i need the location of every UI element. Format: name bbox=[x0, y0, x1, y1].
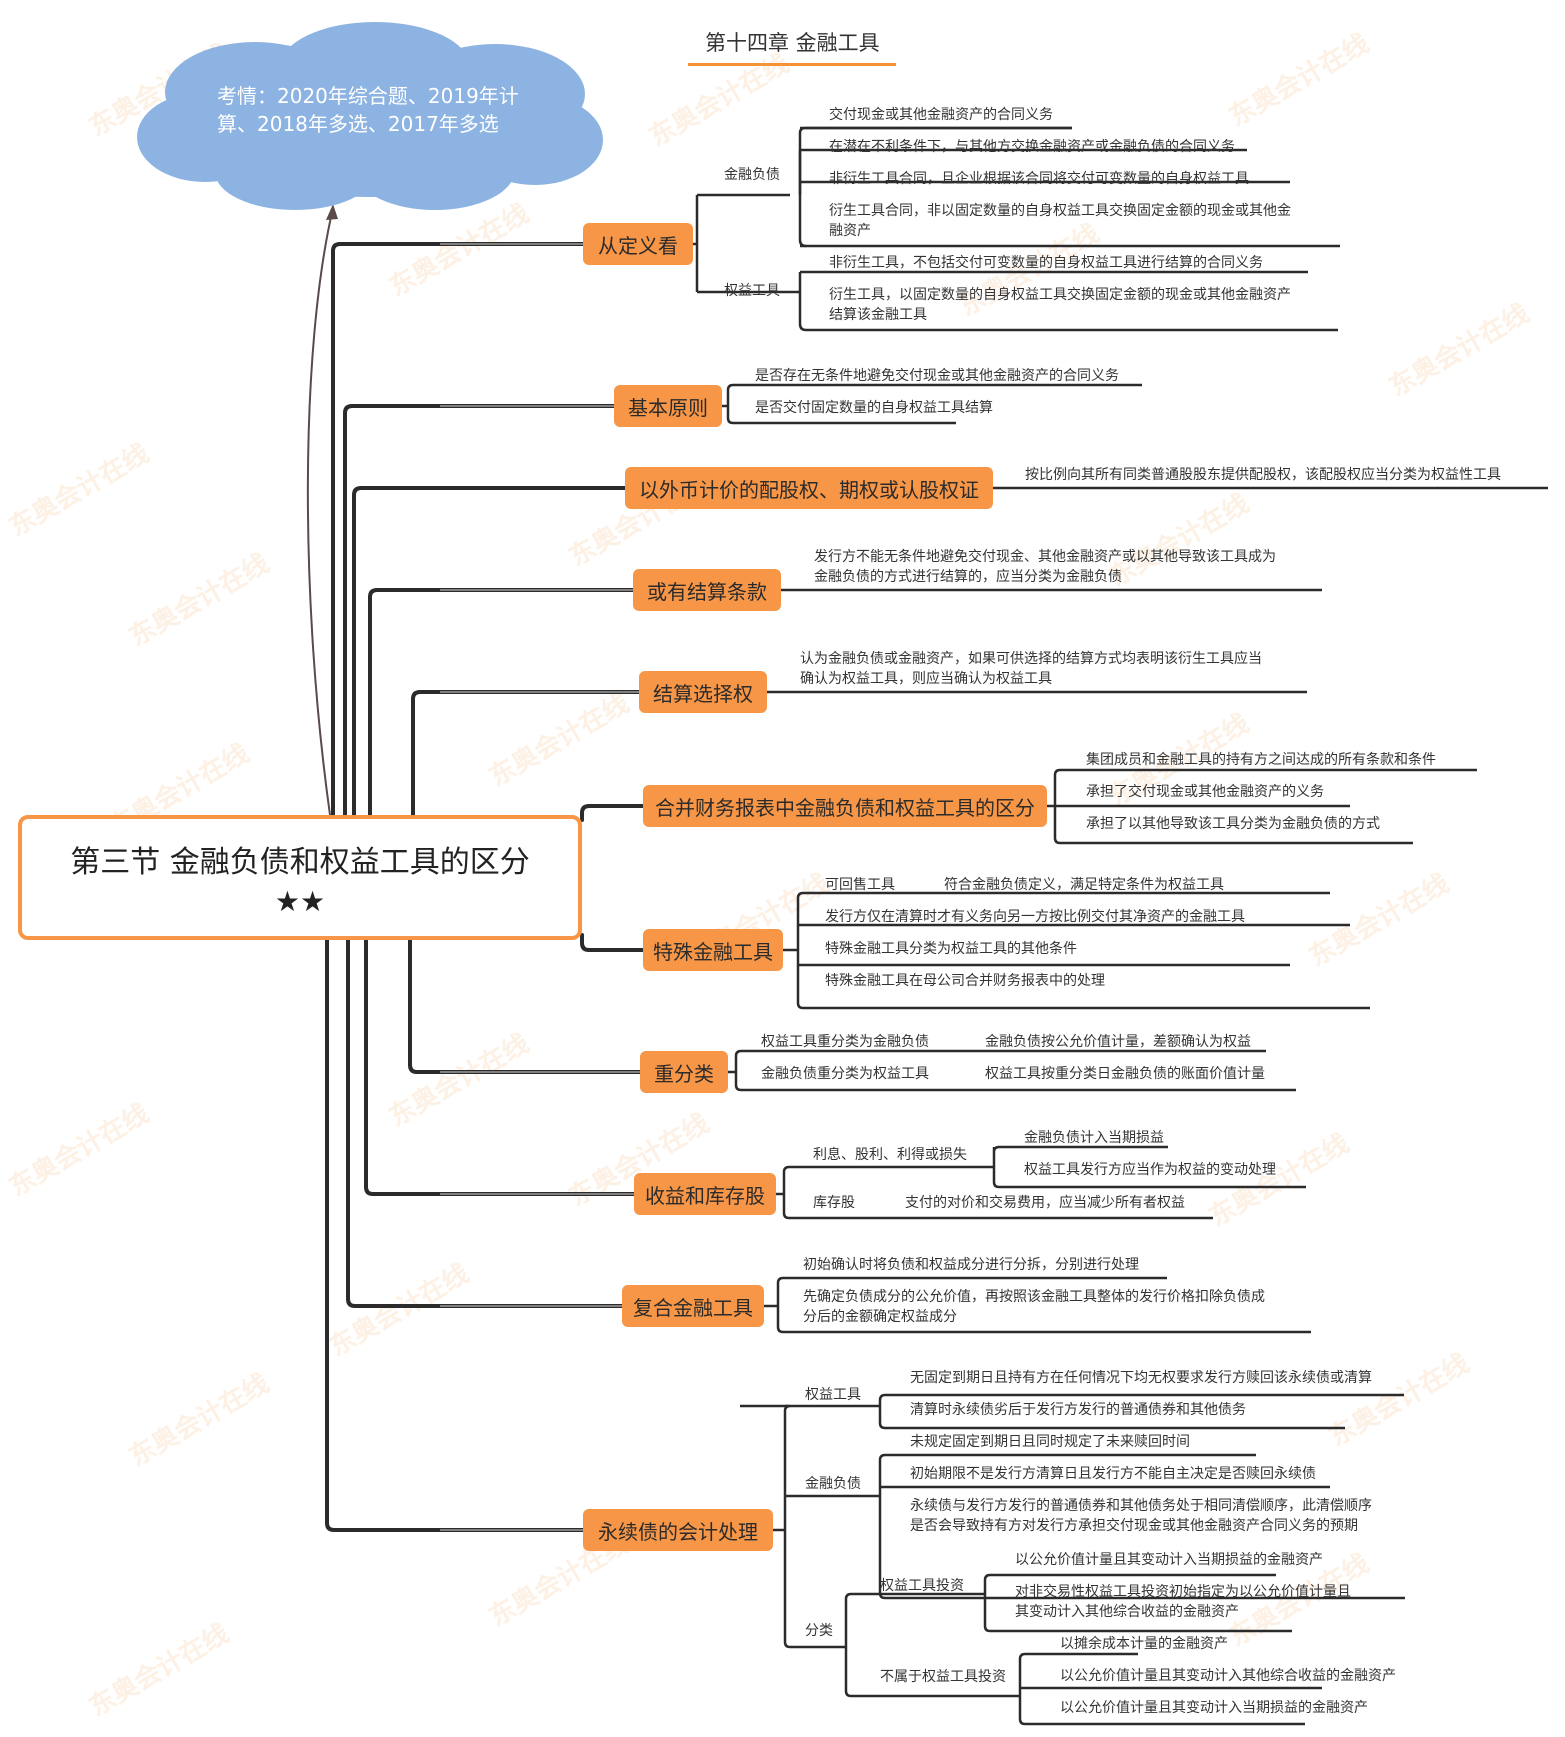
label-perpetual-equity: 权益工具 bbox=[805, 1387, 861, 1403]
chapter-title: 第十四章 金融工具 bbox=[705, 31, 880, 55]
leaf: 权益工具发行方应当作为权益的变动处理 bbox=[1024, 1162, 1276, 1178]
leaf: 衍生工具，以固定数量的自身权益工具交换固定金额的现金或其他金融资产 bbox=[829, 287, 1291, 303]
node-consolidated-statements[interactable]: 合并财务报表中金融负债和权益工具的区分 bbox=[643, 785, 1047, 827]
leaf: 是否交付固定数量的自身权益工具结算 bbox=[755, 400, 993, 416]
node-definition[interactable]: 从定义看 bbox=[583, 223, 693, 265]
node-contingent-settlement[interactable]: 或有结算条款 bbox=[633, 569, 781, 611]
leaf: 金融负债的方式进行结算的，应当分类为金融负债 bbox=[814, 569, 1122, 585]
label-equity: 权益工具 bbox=[724, 283, 780, 299]
node-reclassification[interactable]: 重分类 bbox=[640, 1051, 728, 1093]
leaf: 特殊金融工具分类为权益工具的其他条件 bbox=[825, 941, 1077, 957]
label-perpetual-liability: 金融负债 bbox=[805, 1476, 861, 1492]
leaf: 初始期限不是发行方清算日且发行方不能自主决定是否赎回永续债 bbox=[910, 1466, 1316, 1482]
node-special-instruments[interactable]: 特殊金融工具 bbox=[643, 929, 783, 971]
label-puttable: 可回售工具 bbox=[825, 877, 895, 893]
cloud-shape bbox=[137, 22, 603, 210]
leaf: 以公允价值计量且其变动计入当期损益的金融资产 bbox=[1060, 1700, 1368, 1716]
node-principles[interactable]: 基本原则 bbox=[614, 385, 722, 427]
leaf: 金融负债计入当期损益 bbox=[1024, 1130, 1164, 1146]
leaf: 特殊金融工具在母公司合并财务报表中的处理 bbox=[825, 973, 1105, 989]
label-equity-investment: 权益工具投资 bbox=[880, 1578, 964, 1594]
importance-stars: ★★ bbox=[274, 885, 326, 918]
leaf: 确认为权益工具，则应当确认为权益工具 bbox=[800, 671, 1052, 687]
leaf: 承担了以其他导致该工具分类为金融负债的方式 bbox=[1086, 816, 1380, 832]
leaf: 金融负债按公允价值计量，差额确认为权益 bbox=[985, 1034, 1251, 1050]
exam-note-line1: 考情：2020年综合题、2019年计 bbox=[217, 84, 519, 108]
leaf: 未规定固定到期日且同时规定了未来赎回时间 bbox=[910, 1434, 1190, 1450]
leaf: 永续债与发行方发行的普通债券和其他债务处于相同清偿顺序，此清偿顺序 bbox=[910, 1498, 1372, 1514]
leaf: 非衍生工具，不包括交付可变数量的自身权益工具进行结算的合同义务 bbox=[829, 255, 1263, 271]
leaf: 先确定负债成分的公允价值，再按照该金融工具整体的发行价格扣除负债成 bbox=[803, 1289, 1265, 1305]
leaf: 非衍生工具合同，且企业根据该合同将交付可变数量的自身权益工具 bbox=[829, 171, 1249, 187]
leaf: 符合金融负债定义，满足特定条件为权益工具 bbox=[944, 877, 1224, 893]
node-foreign-currency-rights[interactable]: 以外币计价的配股权、期权或认股权证 bbox=[625, 467, 993, 509]
leaf: 清算时永续债劣后于发行方发行的普通债券和其他债务 bbox=[910, 1402, 1246, 1418]
exam-note: 考情：2020年综合题、2019年计 算、2018年多选、2017年多选 bbox=[217, 82, 519, 138]
leaf: 以公允价值计量且其变动计入当期损益的金融资产 bbox=[1015, 1552, 1323, 1568]
leaf: 支付的对价和交易费用，应当减少所有者权益 bbox=[905, 1195, 1185, 1211]
root-title: 第三节 金融负债和权益工具的区分 bbox=[70, 845, 530, 880]
label-liability-to-equity: 金融负债重分类为权益工具 bbox=[761, 1066, 929, 1082]
leaf: 衍生工具合同，非以固定数量的自身权益工具交换固定金额的现金或其他金 bbox=[829, 203, 1291, 219]
label-treasury: 库存股 bbox=[813, 1195, 855, 1211]
leaf: 在潜在不利条件下，与其他方交换金融资产或金融负债的合同义务 bbox=[829, 139, 1235, 155]
node-compound-instruments[interactable]: 复合金融工具 bbox=[622, 1285, 764, 1327]
node-perpetual-bonds[interactable]: 永续债的会计处理 bbox=[583, 1509, 773, 1551]
leaf: 结算该金融工具 bbox=[829, 307, 927, 323]
leaf: 权益工具按重分类日金融负债的账面价值计量 bbox=[985, 1066, 1265, 1082]
leaf: 交付现金或其他金融资产的合同义务 bbox=[829, 107, 1053, 123]
leaf: 以摊余成本计量的金融资产 bbox=[1060, 1636, 1228, 1652]
leaf: 集团成员和金融工具的持有方之间达成的所有条款和条件 bbox=[1086, 752, 1436, 768]
title-underline bbox=[688, 63, 896, 66]
leaf: 其变动计入其他综合收益的金融资产 bbox=[1015, 1604, 1239, 1620]
node-settlement-option[interactable]: 结算选择权 bbox=[639, 671, 767, 713]
node-income-treasury[interactable]: 收益和库存股 bbox=[634, 1173, 776, 1215]
leaf: 发行方仅在清算时才有义务向另一方按比例交付其净资产的金融工具 bbox=[825, 909, 1245, 925]
leaf: 无固定到期日且持有方在任何情况下均无权要求发行方赎回该永续债或清算 bbox=[910, 1370, 1372, 1386]
leaf: 初始确认时将负债和权益成分进行分拆，分别进行处理 bbox=[803, 1257, 1139, 1273]
root-topic[interactable]: 第三节 金融负债和权益工具的区分 ★★ bbox=[18, 815, 582, 940]
label-classification: 分类 bbox=[805, 1623, 833, 1639]
leaf: 融资产 bbox=[829, 223, 871, 239]
leaf: 分后的金额确定权益成分 bbox=[803, 1309, 957, 1325]
label-financial-liability: 金融负债 bbox=[724, 167, 780, 183]
leaf: 认为金融负债或金融资产，如果可供选择的结算方式均表明该衍生工具应当 bbox=[800, 651, 1262, 667]
leaf: 是否会导致持有方对发行方承担交付现金或其他金融资产合同义务的预期 bbox=[910, 1518, 1358, 1534]
exam-note-line2: 算、2018年多选、2017年多选 bbox=[217, 112, 499, 136]
label-non-equity-investment: 不属于权益工具投资 bbox=[880, 1669, 1006, 1685]
leaf: 发行方不能无条件地避免交付现金、其他金融资产或以其他导致该工具成为 bbox=[814, 549, 1276, 565]
leaf: 承担了交付现金或其他金融资产的义务 bbox=[1086, 784, 1324, 800]
leaf: 以公允价值计量且其变动计入其他综合收益的金融资产 bbox=[1060, 1668, 1396, 1684]
leaf: 是否存在无条件地避免交付现金或其他金融资产的合同义务 bbox=[755, 368, 1119, 384]
label-equity-to-liability: 权益工具重分类为金融负债 bbox=[761, 1034, 929, 1050]
leaf: 对非交易性权益工具投资初始指定为以公允价值计量且 bbox=[1015, 1584, 1351, 1600]
label-interest: 利息、股利、利得或损失 bbox=[813, 1147, 967, 1163]
leaf: 按比例向其所有同类普通股股东提供配股权，该配股权应当分类为权益性工具 bbox=[1025, 467, 1501, 483]
